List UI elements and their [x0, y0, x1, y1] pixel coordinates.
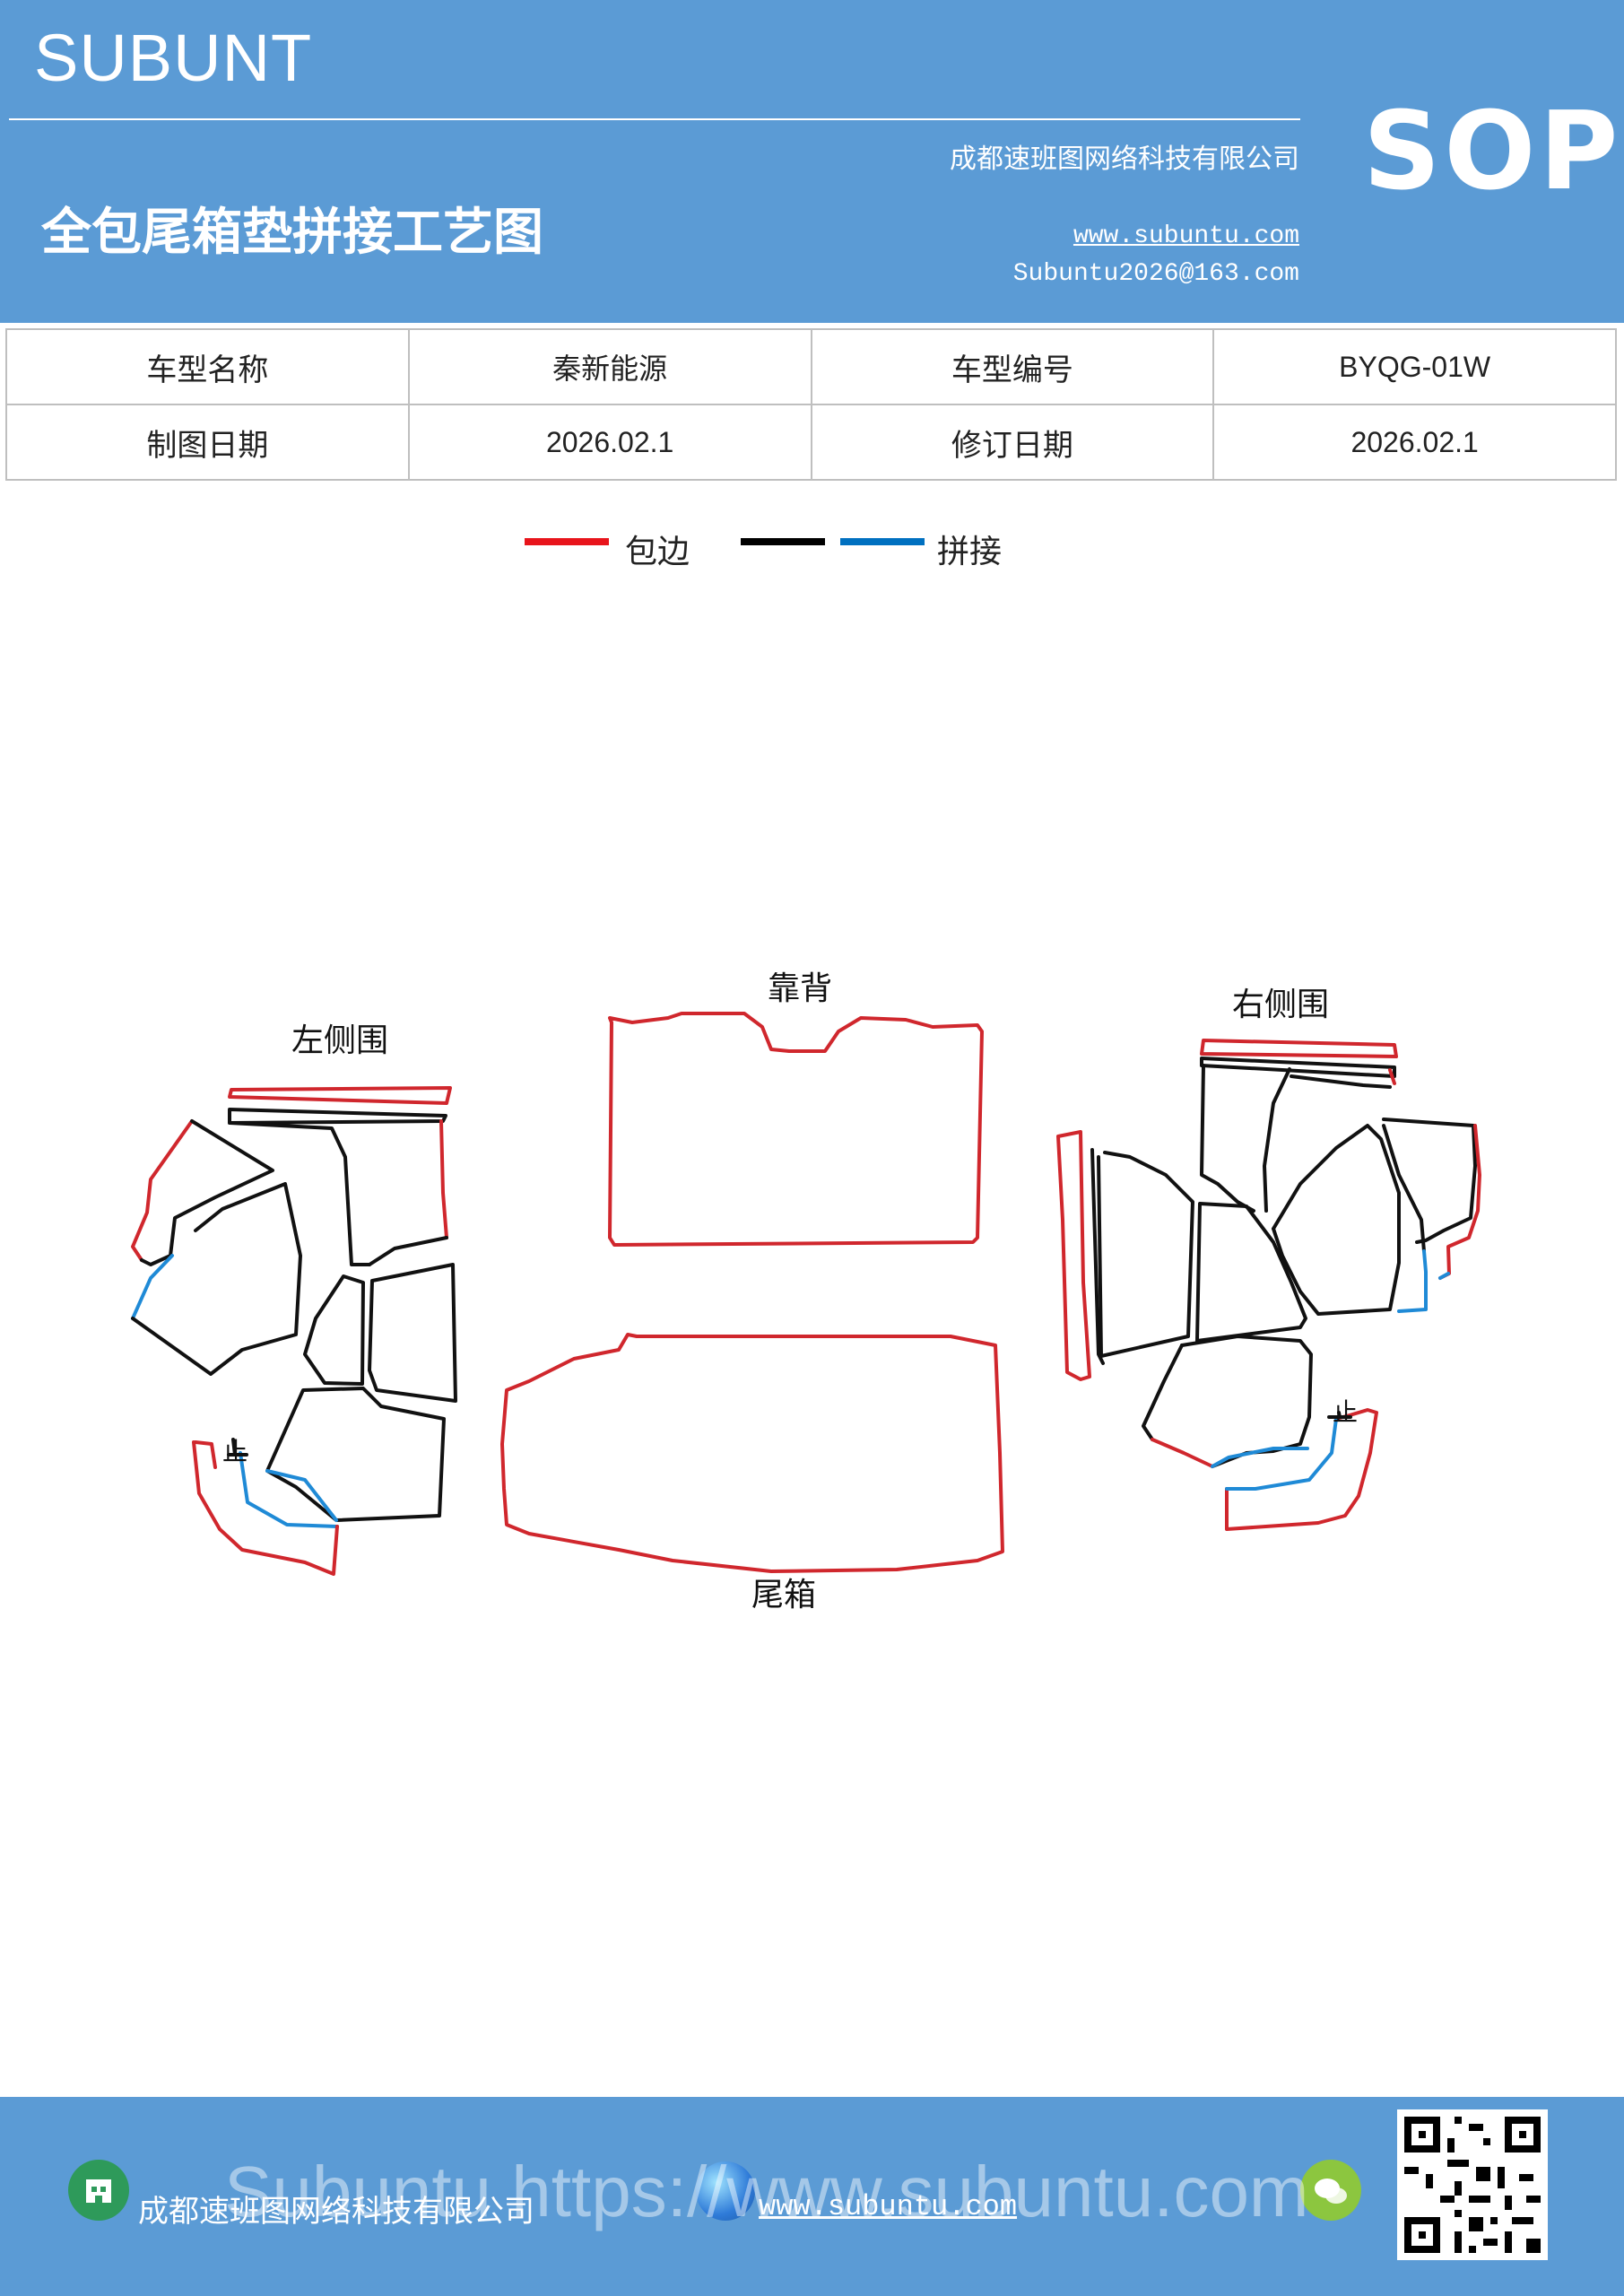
globe-icon: [696, 2161, 755, 2221]
website-link[interactable]: www.subuntu.com: [1073, 222, 1299, 250]
legend-swatch-outline: [741, 538, 825, 545]
trunk-label: 尾箱: [751, 1577, 816, 1613]
table-row: 车型名称 秦新能源 车型编号 BYQG-01W: [5, 328, 1617, 405]
footer-company-name: 成都速班图网络科技有限公司: [138, 2194, 534, 2230]
footer-website-link[interactable]: www.subuntu.com: [759, 2190, 1018, 2223]
right-side-label: 右侧围: [1232, 987, 1329, 1023]
legend-label-edge: 包边: [625, 534, 690, 570]
stop-marker-right: 止: [1333, 1397, 1358, 1427]
left-side-panel: [131, 1086, 457, 1576]
back-label: 靠背: [768, 970, 832, 1007]
drawing-date-label: 制图日期: [5, 404, 410, 481]
stop-marker-left: 止: [222, 1437, 248, 1466]
table-row: 制图日期 2026.02.1 修订日期 2026.02.1: [5, 404, 1617, 481]
email-address: Subuntu2026@163.com: [1012, 260, 1299, 288]
document-title: 全包尾箱垫拼接工艺图: [41, 203, 543, 262]
page-header: SUBUNT 成都速班图网络科技有限公司 全包尾箱垫拼接工艺图 www.subu…: [0, 0, 1624, 323]
vehicle-code-value: BYQG-01W: [1212, 328, 1617, 405]
wechat-icon: [1300, 2160, 1361, 2221]
mat-splice-diagram: 左侧围 靠背 右侧围 尾箱 止 止: [131, 970, 1481, 1613]
building-icon: [68, 2160, 129, 2221]
revision-date-label: 修订日期: [810, 404, 1215, 481]
qr-code-icon[interactable]: [1397, 2109, 1548, 2260]
header-divider: [9, 118, 1300, 120]
footer-watermark: Subuntu https://www.subuntu.com: [224, 2152, 1309, 2231]
company-name: 成都速班图网络科技有限公司: [950, 144, 1299, 175]
back-panel: [608, 1012, 984, 1247]
right-side-panel: [1056, 1039, 1481, 1531]
vehicle-name-value: 秦新能源: [407, 328, 812, 405]
legend-label-seam: 拼接: [937, 534, 1003, 570]
vehicle-name-label: 车型名称: [5, 328, 410, 405]
legend-swatch-edge: [525, 538, 609, 545]
brand-name: SUBUNT: [34, 21, 313, 95]
left-side-label: 左侧围: [291, 1022, 388, 1059]
legend-swatch-seam: [840, 538, 925, 545]
trunk-panel: [500, 1333, 1004, 1573]
revision-date-value: 2026.02.1: [1212, 404, 1617, 481]
vehicle-info-table: 车型名称 秦新能源 车型编号 BYQG-01W 制图日期 2026.02.1 修…: [5, 328, 1617, 481]
page-footer: 成都速班图网络科技有限公司 www.subuntu.com Subuntu ht…: [0, 2097, 1624, 2296]
sop-badge: SOP: [1363, 90, 1622, 214]
vehicle-code-label: 车型编号: [810, 328, 1215, 405]
legend: 包边 拼接: [0, 520, 1624, 574]
drawing-date-value: 2026.02.1: [407, 404, 812, 481]
